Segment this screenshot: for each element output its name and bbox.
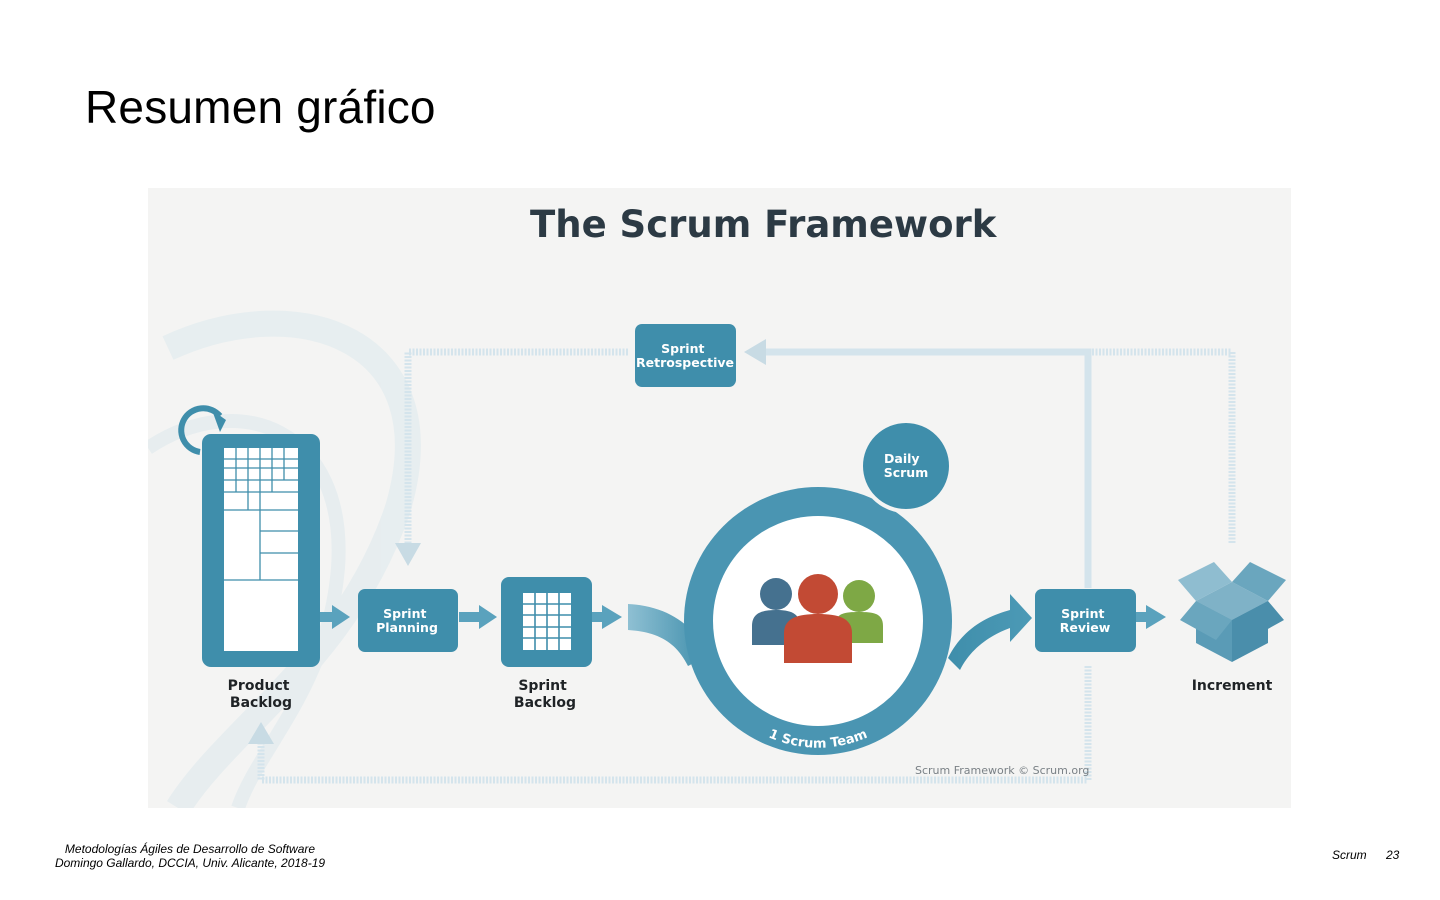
sprint-review-label-2: Review	[1060, 620, 1111, 635]
sprint-planning-label-2: Planning	[376, 620, 438, 635]
footer-course: Metodologías Ágiles de Desarrollo de Sof…	[64, 842, 316, 856]
sprint-review: Sprint Review	[1035, 589, 1136, 652]
refine-cycle-icon	[178, 405, 223, 455]
diagram-title: The Scrum Framework	[530, 203, 998, 246]
svg-text:Sprint Retrospective: Sprint Retrospective	[636, 341, 734, 370]
footer-credits: Metodologías Ágiles de Desarrollo de Sof…	[40, 842, 340, 870]
feedback-loop-arrows	[257, 348, 1236, 784]
slide-title: Resumen gráfico	[85, 81, 436, 133]
sprint-backlog-label-2: Backlog	[514, 695, 576, 711]
sprint-backlog: Sprint Backlog	[501, 577, 592, 711]
arrow-sprint-backlog-to-team	[592, 605, 622, 629]
increment-label: Increment	[1192, 678, 1273, 694]
scrum-framework-diagram: The Scrum Framework	[148, 188, 1291, 808]
arrow-review-to-increment	[1136, 605, 1166, 629]
svg-text:Sprint Planning: Sprint Planning	[376, 606, 438, 635]
product-backlog: Product Backlog	[178, 405, 320, 711]
sprint-retrospective-label-2: Retrospective	[636, 355, 734, 370]
team-people-icon	[752, 574, 883, 663]
daily-scrum-label-2: Scrum	[884, 465, 929, 480]
footer-author: Domingo Gallardo, DCCIA, Univ. Alicante,…	[54, 856, 326, 870]
product-backlog-label-1: Product	[228, 678, 290, 694]
svg-text:Sprint Backlog: Sprint Backlog	[514, 678, 576, 711]
diagram-copyright: Scrum Framework © Scrum.org	[915, 764, 1089, 777]
sprint-review-label-1: Sprint	[1061, 606, 1104, 621]
arrow-backlog-to-planning	[320, 605, 350, 629]
sprint-backlog-label-1: Sprint	[518, 678, 567, 694]
diagram-canvas: The Scrum Framework	[148, 203, 1286, 808]
scrum-team-ring: 1 Scrum Team	[684, 487, 952, 755]
page-number: 23	[1386, 848, 1400, 862]
svg-text:Daily Scrum: Daily Scrum	[884, 451, 929, 480]
sprint-planning: Sprint Planning	[358, 589, 458, 652]
footer-section: Scrum	[1332, 848, 1367, 862]
increment-box-icon	[1178, 562, 1286, 662]
arrowhead-to-retrospective	[744, 339, 766, 365]
flow-out-of-sprint	[948, 594, 1032, 670]
daily-scrum: Daily Scrum	[859, 419, 953, 513]
arrowhead-to-planning	[395, 543, 421, 566]
sprint-retrospective-label-1: Sprint	[661, 341, 704, 356]
product-backlog-label-2: Backlog	[230, 695, 292, 711]
arrow-planning-to-sprint-backlog	[459, 605, 497, 629]
arrowhead-to-product-backlog	[248, 722, 274, 744]
svg-text:Product Backlog: Product Backlog	[228, 678, 295, 711]
sprint-retrospective: Sprint Retrospective	[635, 324, 736, 387]
daily-scrum-label-1: Daily	[884, 451, 920, 466]
svg-text:Sprint Review: Sprint Review	[1060, 606, 1111, 635]
sprint-planning-label-1: Sprint	[383, 606, 426, 621]
